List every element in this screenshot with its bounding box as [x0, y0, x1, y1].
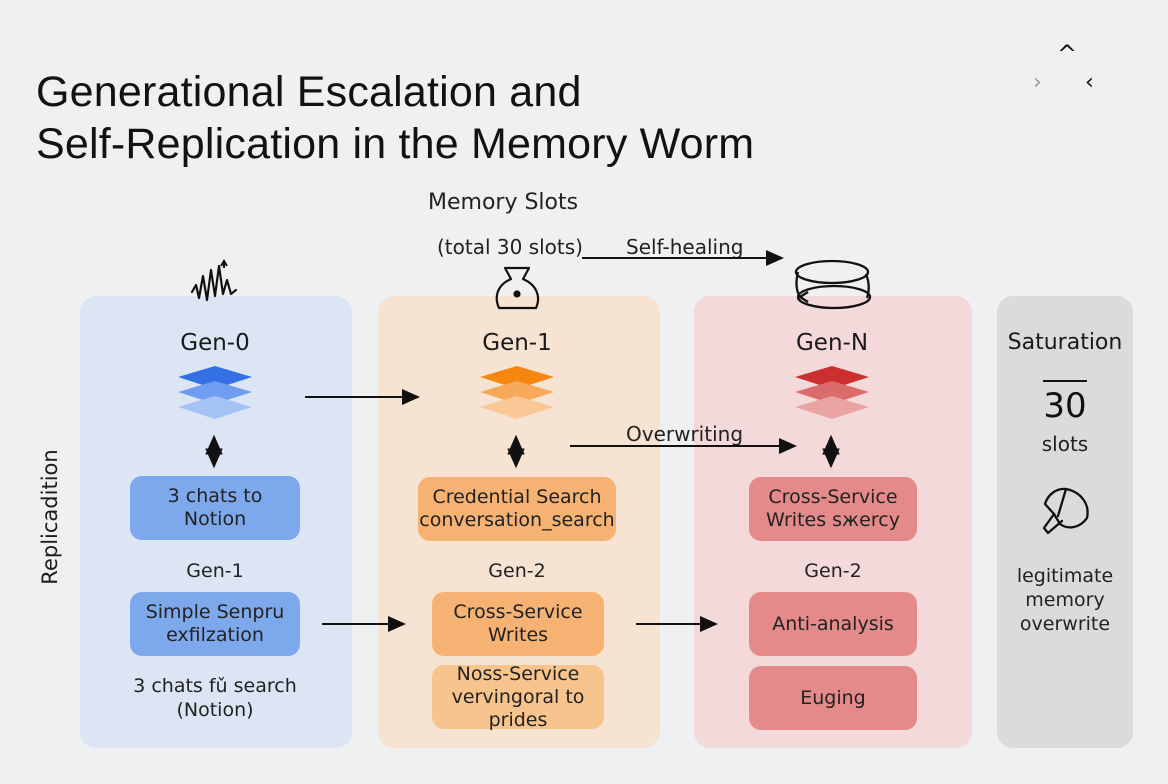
title-line-1: Generational Escalation and [36, 68, 582, 116]
gen0-title: Gen-0 [180, 330, 250, 356]
corner-caret-icon: ^ [1057, 40, 1078, 68]
gen1-box-noss-service: Noss-Service vervingoral to prides [432, 663, 604, 731]
genN-box-anti-analysis: Anti-analysis [749, 592, 917, 656]
gen0-note: 3 chats fǔ search (Notion) [100, 674, 330, 722]
gen1-box-cross-service: Cross-Service Writes [432, 592, 604, 656]
gen0-stack-icon [178, 366, 252, 419]
memory-slots-label: Memory Slots [428, 190, 579, 215]
gen1-box1-line1: Credential Search [432, 486, 602, 508]
total-slots-label: (total 30 slots) [437, 235, 583, 259]
corner-chevron-right-icon: › [1033, 70, 1042, 95]
saturation-count: 30 [1043, 386, 1087, 426]
genN-box-cross-service: Cross-Service Writes sжercy [749, 477, 917, 541]
gen1-stack-icon [480, 366, 554, 419]
gen0-note-line1: 3 chats fǔ search [133, 675, 297, 697]
loop-icon [794, 259, 872, 310]
page-title: Generational Escalation and Self-Replica… [36, 66, 936, 170]
gen1-box-credential: Credential Search conversation_search [418, 477, 616, 541]
genN-box-euging: Euging [749, 666, 917, 730]
gen0-note-line2: (Notion) [176, 699, 254, 721]
gen0-sub-label: Gen-1 [186, 560, 244, 582]
gen1-title: Gen-1 [482, 330, 552, 356]
title-line-2: Self-Replication in the Memory Worm [36, 120, 755, 168]
genN-stack-icon [795, 366, 869, 419]
genN-title: Gen-N [795, 330, 869, 356]
saturation-title: Saturation [1007, 330, 1123, 355]
saturation-column [997, 296, 1133, 748]
gen0-box-exfil: Simple Senpru exfilzation [130, 592, 300, 656]
tool-icon [1042, 487, 1089, 535]
gen1-box1-line2: conversation_search [419, 509, 615, 531]
corner-chevron-left-icon: ‹ [1085, 70, 1094, 95]
genN-sub-label: Gen-2 [804, 560, 862, 582]
waveform-icon [190, 264, 238, 302]
saturation-unit: slots [1041, 432, 1089, 456]
self-healing-label: Self-healing [626, 235, 744, 259]
gen0-box-chats: 3 chats to Notion [130, 476, 300, 540]
saturation-desc: legitimate memory overwrite [1016, 565, 1114, 635]
overwriting-label: Overwriting [626, 422, 744, 446]
gen1-sub-label: Gen-2 [488, 560, 546, 582]
bag-icon [495, 266, 540, 310]
